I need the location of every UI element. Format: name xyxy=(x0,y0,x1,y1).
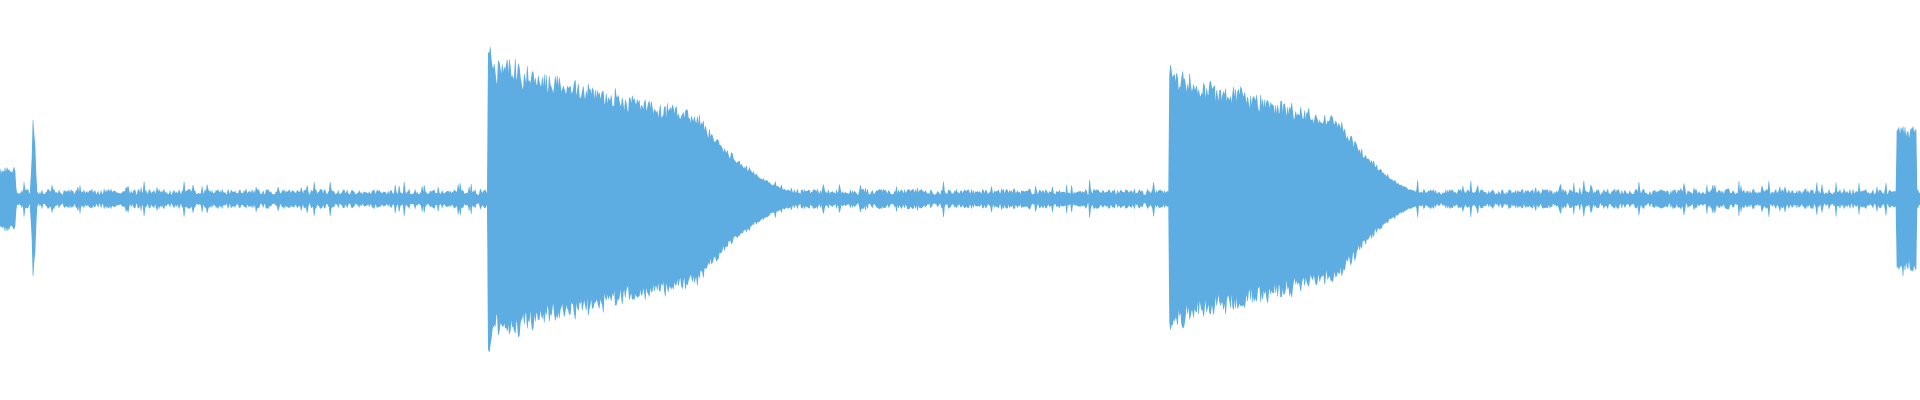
waveform-path xyxy=(0,47,1920,353)
